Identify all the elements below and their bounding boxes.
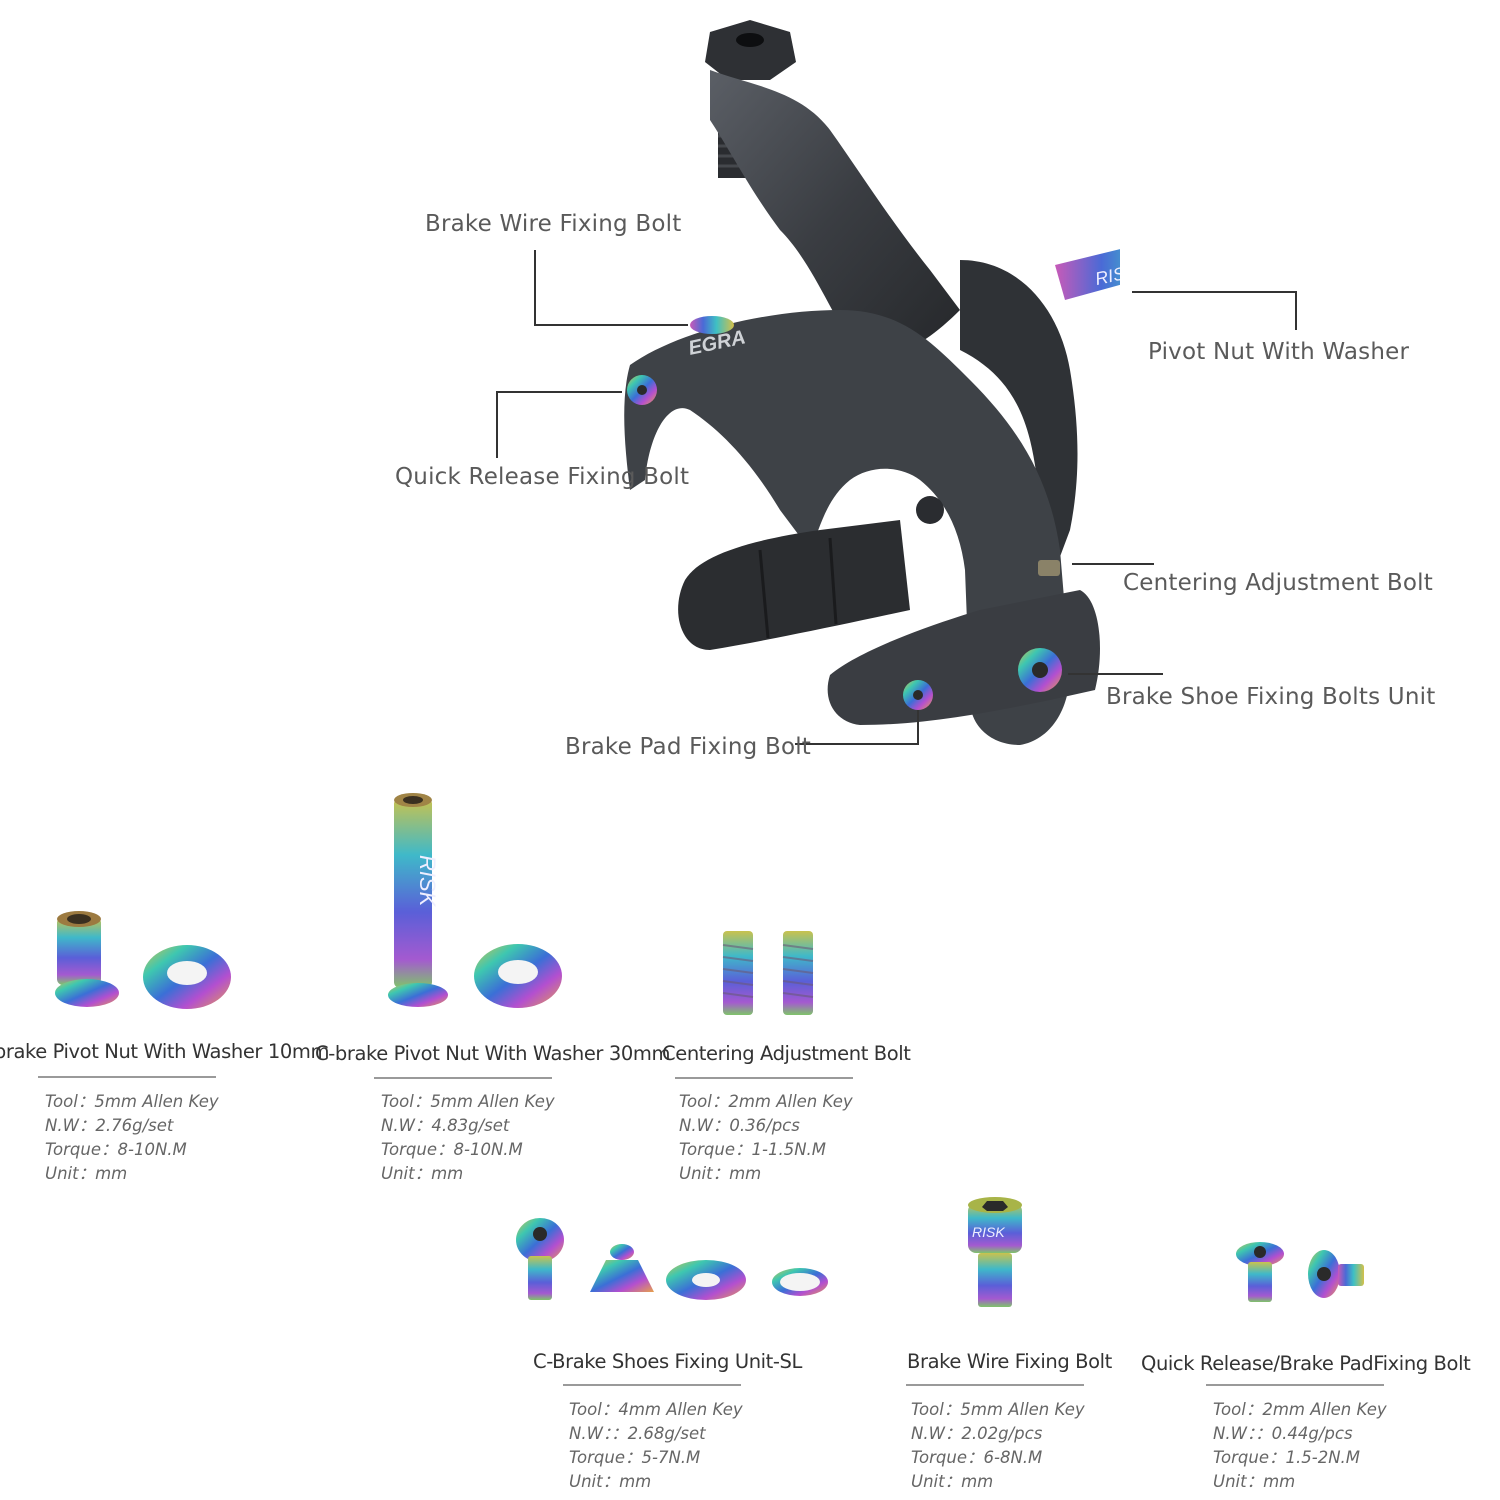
brake-pad-right <box>827 590 1100 725</box>
spec-unit: Unit：mm <box>679 1164 762 1183</box>
callout-brake-wire-bolt: Brake Wire Fixing Bolt <box>425 211 682 237</box>
product-specs: Tool：4mm Allen Key N.W：：2.68g/set Torque… <box>569 1398 743 1494</box>
spec-torque: Torque：6-8N.M <box>911 1448 1043 1467</box>
product-image-pivot-nut-10mm <box>55 911 231 1009</box>
product-image-quick-release-bolt <box>1236 1242 1364 1302</box>
wire-fixing-bolt-head <box>690 316 734 334</box>
callout-leader-lines <box>496 250 1297 745</box>
bolt-logo: RISK <box>972 1224 1005 1240</box>
product-specs: Tool：2mm Allen Key N.W：0.36/pcs Torque：1… <box>679 1090 853 1186</box>
rear-arm <box>960 260 1078 570</box>
title-rule <box>906 1384 1084 1386</box>
upper-arm <box>710 70 960 360</box>
spec-weight: N.W：0.36/pcs <box>679 1116 800 1135</box>
callout-brake-shoe-unit: Brake Shoe Fixing Bolts Unit <box>1106 684 1436 710</box>
product-image-shoes-fixing-unit <box>516 1218 828 1300</box>
product-title: Centering Adjustment Bolt <box>662 1042 911 1065</box>
product-image-pivot-nut-30mm: RISK <box>388 793 562 1008</box>
spec-unit: Unit：mm <box>45 1164 128 1183</box>
spec-torque: Torque：8-10N.M <box>45 1140 187 1159</box>
callout-centering-bolt: Centering Adjustment Bolt <box>1123 570 1433 596</box>
product-image-brake-wire-bolt: RISK <box>968 1197 1022 1307</box>
spec-weight: N.W：2.76g/set <box>45 1116 174 1135</box>
spec-torque: Torque：1.5-2N.M <box>1213 1448 1361 1467</box>
spec-weight: N.W：：2.68g/set <box>569 1424 706 1443</box>
spec-tool: Tool：5mm Allen Key <box>911 1400 1085 1419</box>
spec-tool: Tool：2mm Allen Key <box>679 1092 853 1111</box>
pivot-nut-rod: RISK <box>1055 249 1120 300</box>
product-specs: Tool：5mm Allen Key N.W：2.02g/pcs Torque：… <box>911 1398 1085 1494</box>
spec-torque: Torque：1-1.5N.M <box>679 1140 827 1159</box>
centering-bolt-head <box>1038 560 1060 576</box>
spec-unit: Unit：mm <box>569 1472 652 1491</box>
product-title: Quick Release/Brake PadFixing Bolt <box>1141 1352 1471 1375</box>
spec-torque: Torque：5-7N.M <box>569 1448 701 1467</box>
spec-weight: N.W：2.02g/pcs <box>911 1424 1043 1443</box>
title-rule <box>1206 1384 1384 1386</box>
callout-quick-release-bolt: Quick Release Fixing Bolt <box>395 464 690 490</box>
spec-tool: Tool：2mm Allen Key <box>1213 1400 1387 1419</box>
title-rule <box>563 1384 741 1386</box>
title-rule <box>38 1076 216 1078</box>
callout-brake-pad-bolt: Brake Pad Fixing Bolt <box>565 734 812 760</box>
product-image-centering-bolt <box>722 931 814 1015</box>
spec-tool: Tool：4mm Allen Key <box>569 1400 743 1419</box>
product-specs: Tool：5mm Allen Key N.W：4.83g/set Torque：… <box>381 1090 555 1186</box>
spec-weight: N.W：：0.44g/pcs <box>1213 1424 1353 1443</box>
product-title: C-Brake Shoes Fixing Unit-SL <box>533 1350 802 1373</box>
spec-torque: Torque：8-10N.M <box>381 1140 523 1159</box>
title-rule <box>675 1077 853 1079</box>
product-title: C-brake Pivot Nut With Washer 10mm <box>0 1040 330 1063</box>
product-title: C-brake Pivot Nut With Washer 30mm <box>315 1042 671 1065</box>
nut-logo: RISK <box>415 855 440 908</box>
product-specs: Tool：5mm Allen Key N.W：2.76g/set Torque：… <box>45 1090 219 1186</box>
spec-unit: Unit：mm <box>911 1472 994 1491</box>
spec-tool: Tool：5mm Allen Key <box>45 1092 219 1111</box>
spec-unit: Unit：mm <box>381 1164 464 1183</box>
title-rule <box>374 1077 552 1079</box>
product-title: Brake Wire Fixing Bolt <box>907 1350 1112 1373</box>
product-specs: Tool：2mm Allen Key N.W：：0.44g/pcs Torque… <box>1213 1398 1387 1494</box>
front-arm <box>624 310 1070 745</box>
spec-weight: N.W：4.83g/set <box>381 1116 510 1135</box>
brake-caliper-illustration: RISK EGRA <box>624 20 1120 745</box>
spec-tool: Tool：5mm Allen Key <box>381 1092 555 1111</box>
spec-unit: Unit：mm <box>1213 1472 1296 1491</box>
brake-pad-left <box>678 520 910 650</box>
callout-pivot-nut: Pivot Nut With Washer <box>1148 339 1410 365</box>
